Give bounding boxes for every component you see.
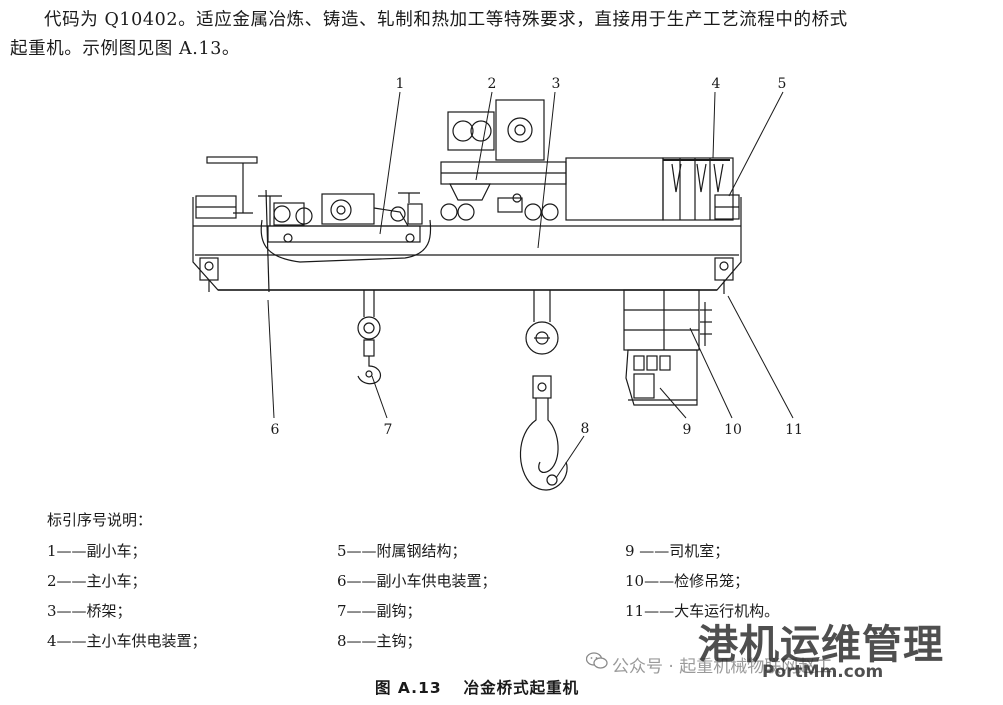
callout-7: 7 (384, 422, 393, 438)
watermark-channel: 公众号 · 起重机械物联网赵工 (612, 657, 833, 677)
figure-title: 冶金桥式起重机 (463, 679, 580, 697)
legend-item: 6——副小车供电装置； (337, 572, 497, 590)
callout-numbers: 1 2 3 4 5 6 7 8 9 10 11 (271, 76, 803, 438)
callout-11: 11 (785, 422, 803, 438)
auxiliary-trolley (258, 192, 432, 263)
main-trolley-power-supply (662, 157, 734, 221)
callout-5: 5 (778, 76, 787, 92)
callout-2: 2 (488, 76, 497, 92)
electrical-cabinet (565, 157, 664, 221)
callout-10: 10 (724, 422, 742, 438)
auxiliary-hook (357, 290, 382, 385)
figure-caption: 图 A.13 冶金桥式起重机 (375, 676, 579, 698)
watermark-brand: 港机运维管理 (698, 622, 944, 668)
legend-item: 7——副钩； (337, 602, 422, 620)
left-end-unit (195, 156, 258, 219)
legend-item: 3——桥架； (47, 602, 132, 620)
callout-3: 3 (552, 76, 561, 92)
legend-item: 4——主小车供电装置； (47, 632, 207, 650)
legend-item: 9 ——司机室； (625, 542, 730, 560)
wechat-icon (586, 652, 608, 669)
auxiliary-power-feed-line (265, 189, 270, 293)
intro-line-1: 代码为 Q10402。适应金属冶炼、铸造、轧制和热加工等特殊要求，直接用于生产工… (44, 10, 848, 30)
main-trolley (440, 99, 567, 221)
end-carriage-left (199, 257, 219, 292)
legend-item: 11——大车运行机构。 (625, 602, 780, 620)
figure-number: 图 A.13 (375, 679, 442, 697)
main-hook (519, 290, 568, 491)
legend-heading: 标引序号说明： (47, 511, 153, 529)
legend-item: 8——主钩； (337, 632, 422, 650)
maintenance-cage (623, 289, 712, 351)
callout-1: 1 (396, 76, 405, 92)
operator-cab (625, 349, 698, 406)
callout-9: 9 (683, 422, 692, 438)
legend-item: 2——主小车； (47, 572, 147, 590)
watermark-url: PortMm.com (762, 662, 884, 682)
callout-8: 8 (581, 421, 590, 437)
intro-paragraph: 代码为 Q10402。适应金属冶炼、铸造、轧制和热加工等特殊要求，直接用于生产工… (10, 6, 995, 64)
callout-4: 4 (712, 76, 721, 92)
bridge-travel-mechanism (714, 257, 734, 294)
legend-item: 1——副小车； (47, 542, 147, 560)
intro-line-2: 起重机。示例图见图 A.13。 (10, 39, 241, 59)
auxiliary-steel-structure (714, 194, 740, 220)
legend-item: 10——检修吊笼； (625, 572, 750, 590)
legend-item: 5——附属钢结构； (337, 542, 467, 560)
callout-6: 6 (271, 422, 280, 438)
leader-lines (267, 91, 794, 479)
